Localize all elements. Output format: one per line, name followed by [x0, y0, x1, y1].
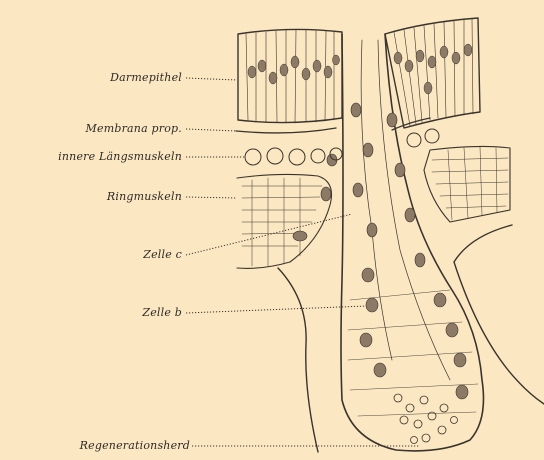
longitudinal-muscle-row — [245, 129, 439, 165]
label-zelle-b: Zelle b — [142, 306, 182, 319]
membrana-propria — [236, 118, 430, 133]
left-epithelium — [238, 29, 342, 123]
label-innere-laengsmuskeln: innere Längsmuskeln — [58, 150, 182, 163]
label-zelle-c: Zelle c — [143, 248, 182, 261]
right-ring-muscle — [424, 146, 510, 222]
right-epithelium — [385, 18, 480, 128]
label-membrana-propria: Membrana prop. — [86, 122, 182, 135]
outer-serosa — [278, 225, 544, 452]
label-darmepithel: Darmepithel — [110, 71, 182, 84]
label-regenerationsherd: Regenerationsherd — [80, 439, 190, 452]
left-ring-muscle — [237, 174, 332, 268]
leader-lines — [186, 78, 420, 446]
label-ringmuskeln: Ringmuskeln — [107, 190, 182, 203]
